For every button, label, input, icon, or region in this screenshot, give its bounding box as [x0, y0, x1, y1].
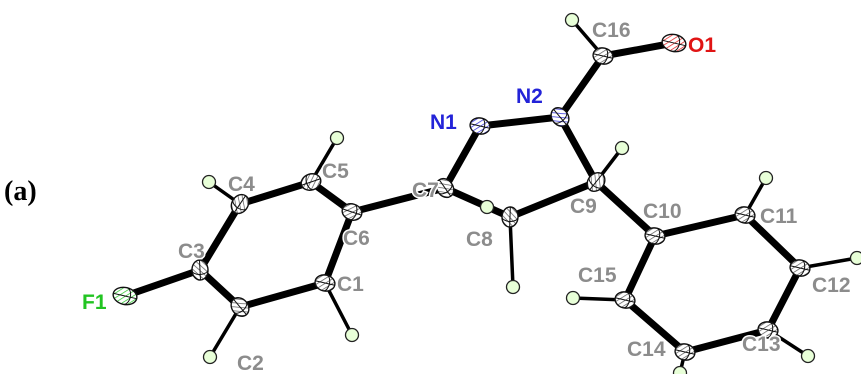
atom-c16 [592, 47, 614, 65]
atom-c2 [230, 297, 250, 317]
atom-label-c1: C1 [337, 273, 364, 296]
bond-c6-c7 [348, 184, 449, 216]
hydrogen-atom-c11 [758, 170, 774, 186]
bond-c4-c5 [236, 178, 315, 208]
atom-label-c2: C2 [237, 352, 264, 374]
bond-c10-c11 [651, 211, 749, 240]
atom-label-c3: C3 [178, 240, 205, 263]
bond-f1-c3 [121, 266, 204, 300]
bond-c7-n1 [441, 122, 484, 192]
atom-label-n1: N1 [430, 111, 457, 134]
hydrogen-bond-c8 [508, 215, 515, 289]
atom-label-c12: C12 [812, 274, 851, 297]
hydrogen-atom-c1 [344, 327, 360, 343]
atom-c5 [300, 173, 322, 191]
bond-c14-c15 [621, 296, 689, 356]
atom-label-o1: O1 [688, 34, 716, 57]
hydrogen-bond-c2 [208, 305, 242, 359]
atom-label-f1: F1 [82, 291, 107, 314]
atom-c12 [789, 259, 811, 277]
atom-n1 [469, 117, 491, 135]
atom-c9 [586, 172, 606, 192]
hydrogen-atom-c13 [800, 348, 816, 364]
hydrogen-atom-c8 [479, 199, 495, 215]
atom-label-c4: C4 [228, 173, 255, 196]
bond-c6-c1 [321, 208, 356, 287]
atom-label-c16: C16 [592, 19, 631, 42]
hydrogen-atom-c2 [202, 349, 218, 365]
hydrogen-atom-c14 [672, 365, 688, 374]
atom-o1 [661, 33, 687, 53]
atom-c15 [614, 291, 636, 309]
hydrogen-atom-c15 [565, 290, 581, 306]
atom-c11 [734, 206, 756, 224]
bond-n2-c16 [556, 52, 607, 121]
atom-label-n2: N2 [516, 85, 543, 108]
hydrogen-atom-c12 [849, 250, 861, 266]
atom-c13 [757, 321, 779, 339]
bond-c16-o1 [599, 39, 678, 60]
bond-c15-c10 [621, 232, 659, 304]
atom-label-c14: C14 [627, 338, 666, 361]
bond-c9-c8 [506, 178, 600, 221]
hydrogen-atom-c9 [614, 140, 630, 156]
atom-c3 [191, 259, 209, 281]
atom-label-c9: C9 [570, 195, 597, 218]
bond-c3-c4 [196, 200, 244, 274]
bond-c11-c12 [741, 211, 804, 272]
atom-label-c15: C15 [578, 264, 617, 287]
bond-c13-c14 [681, 326, 772, 356]
atom-f1 [112, 286, 138, 306]
atom-label-c11: C11 [760, 205, 798, 228]
atom-c10 [644, 227, 666, 245]
atom-label-c8: C8 [466, 228, 493, 251]
atom-n2 [550, 107, 570, 127]
bond-n2-c9 [556, 113, 600, 186]
bond-c1-c2 [236, 279, 329, 311]
panel-label: (a) [4, 176, 37, 207]
hydrogen-atom-c16 [564, 12, 580, 28]
hydrogen-bond-c1 [323, 281, 354, 337]
atom-c8 [501, 206, 519, 228]
atom-label-c10: C10 [643, 200, 682, 223]
bond-c9-c10 [592, 178, 659, 240]
bond-c8-c7 [441, 184, 514, 221]
atom-c4 [230, 193, 250, 215]
bond-c12-c13 [764, 264, 804, 334]
atom-label-c5: C5 [322, 160, 349, 183]
atom-c1 [314, 274, 336, 292]
hydrogen-atom-c8 [505, 279, 521, 295]
atom-c6 [341, 203, 363, 221]
atom-c14 [674, 343, 696, 361]
bond-n1-n2 [476, 113, 564, 130]
atom-label-c6: C6 [343, 227, 370, 250]
atom-label-c13: C13 [742, 333, 781, 356]
atom-c7 [435, 177, 455, 199]
hydrogen-atom-c4 [201, 174, 217, 190]
hydrogen-atom-c5 [329, 130, 345, 146]
atom-label-c7: C7 [412, 179, 439, 202]
